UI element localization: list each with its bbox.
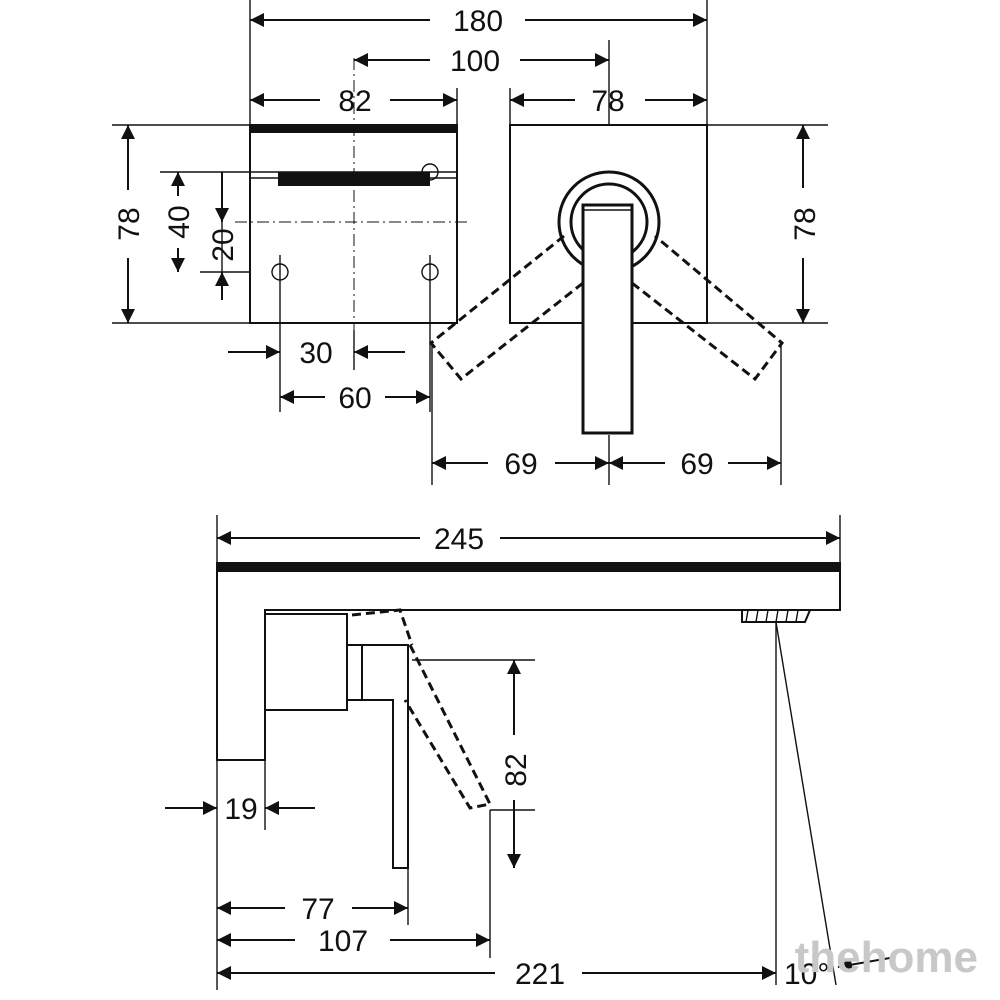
- watermark-logo: thehome: [795, 933, 978, 982]
- lever-side-view: [347, 644, 409, 869]
- dim-label-82-side: 82: [500, 753, 533, 786]
- dimension-60: 60: [280, 382, 430, 415]
- dim-label-40: 40: [163, 205, 196, 238]
- dimension-221: 221: [217, 958, 776, 991]
- dimension-78-top: 78: [510, 85, 707, 118]
- aerator: [741, 609, 812, 623]
- dim-label-100: 100: [450, 45, 500, 78]
- dim-label-78-left: 78: [113, 207, 146, 240]
- dim-label-78-right: 78: [789, 207, 822, 240]
- dim-label-245: 245: [434, 523, 484, 556]
- dim-label-30: 30: [299, 337, 332, 370]
- dim-label-82-top: 82: [338, 85, 371, 118]
- dimension-78-right: 78: [789, 125, 822, 323]
- dimension-69-right: 69: [609, 448, 781, 481]
- dimension-107: 107: [217, 925, 490, 958]
- dim-label-69-right: 69: [680, 448, 713, 481]
- lever-swing-left-dashed: [428, 234, 584, 382]
- dimension-angle-10: 10°: [784, 957, 891, 991]
- lever-handle: [581, 203, 634, 435]
- dimension-82-side: 82: [500, 660, 533, 868]
- mixer-plate-front-view: [428, 124, 785, 485]
- dimension-100: 100: [354, 45, 609, 78]
- dimension-69-left: 69: [432, 448, 609, 481]
- dimension-77: 77: [217, 893, 408, 926]
- dimension-78-left: 78: [113, 125, 146, 323]
- dim-label-69-left: 69: [504, 448, 537, 481]
- dim-label-107: 107: [318, 925, 368, 958]
- dimension-245: 245: [217, 523, 840, 556]
- dim-label-angle-10: 10°: [784, 958, 829, 991]
- dimension-40: 40: [163, 172, 196, 272]
- dimension-82-top: 82: [250, 85, 457, 118]
- dim-label-78-top: 78: [591, 85, 624, 118]
- mounting-hole: [271, 163, 439, 412]
- dimension-20: 20: [207, 172, 240, 300]
- dim-label-20: 20: [207, 228, 240, 261]
- dimension-19: 19: [165, 793, 315, 826]
- dim-label-221: 221: [515, 958, 565, 991]
- dim-label-60: 60: [338, 382, 371, 415]
- dim-label-77: 77: [301, 893, 334, 926]
- dim-label-19: 19: [224, 793, 257, 826]
- dimension-30: 30: [228, 330, 405, 370]
- lever-swing-right-dashed: [631, 234, 785, 382]
- dim-label-180: 180: [453, 5, 503, 38]
- wall-plate-front-view: [235, 58, 470, 412]
- lever-side-swing-dashed: [351, 608, 493, 810]
- dimension-180: 180: [250, 5, 707, 38]
